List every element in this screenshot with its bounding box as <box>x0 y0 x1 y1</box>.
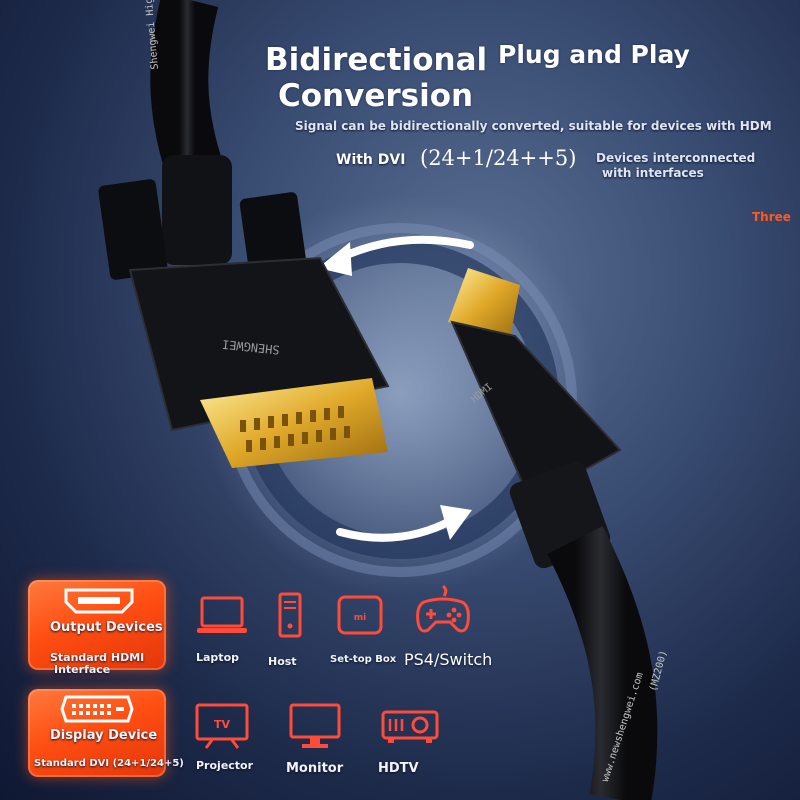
arrow-right-head <box>440 505 472 540</box>
display-device-subtitle: Standard DVI (24+1/24+5) <box>34 758 184 769</box>
dvi-port-icon <box>60 695 134 723</box>
arrow-left-head <box>318 242 352 276</box>
three-badge: Three <box>752 210 791 224</box>
monitor-icon <box>288 702 344 750</box>
svg-text:TV: TV <box>214 718 231 731</box>
svg-text:mi: mi <box>354 613 366 623</box>
laptop-icon <box>196 595 250 637</box>
dvi-prefix: With DVI <box>336 152 406 168</box>
output-devices-card: Output Devices Standard HDMI Interface <box>28 580 166 676</box>
hdmi-port-icon <box>64 588 134 614</box>
laptop-label: Laptop <box>196 651 239 664</box>
projector-label: Projector <box>196 759 254 772</box>
arrow-right-curve <box>336 516 456 542</box>
gamepad-icon <box>414 584 472 640</box>
hdtv-label: HDTV <box>378 761 419 776</box>
tv-icon: TV <box>194 702 252 750</box>
output-devices-subtitle-1: Standard HDMI <box>50 651 145 664</box>
projector-icon <box>380 706 442 746</box>
monitor-label: Monitor <box>286 761 344 776</box>
dvi-spec: (24+1/24++5) <box>420 146 577 170</box>
output-devices-title: Output Devices <box>50 620 163 635</box>
devices-interconnected-line1: Devices interconnected <box>596 151 756 165</box>
arrow-left-curve <box>336 235 474 262</box>
pc-tower-icon <box>278 592 304 640</box>
headline-line2: Conversion <box>278 78 474 114</box>
display-device-card: Display Device Standard DVI (24+1/24+5) <box>28 689 184 777</box>
dvi-strain-relief <box>162 155 232 265</box>
set-top-box-icon: mi <box>336 594 384 638</box>
dvi-pins <box>240 406 350 452</box>
headline-line1: Bidirectional <box>265 42 488 78</box>
set-top-box-label: Set-top Box <box>330 654 397 665</box>
hdmi-cable <box>547 526 658 800</box>
devices-interconnected-line2: with interfaces <box>602 166 704 180</box>
host-label: Host <box>268 655 297 668</box>
dvi-thumbscrew-left <box>98 179 168 280</box>
display-device-title: Display Device <box>50 728 158 743</box>
hdmi-gold-tip <box>448 268 520 338</box>
signal-description: Signal can be bidirectionally converted,… <box>295 119 772 133</box>
dvi-cable <box>150 0 223 180</box>
output-devices-subtitle-2: Interface <box>54 663 111 676</box>
ps4-switch-label: PS4/Switch <box>404 650 493 669</box>
plug-and-play-title: Plug and Play <box>498 40 690 69</box>
hdmi-connector-body <box>450 320 622 502</box>
